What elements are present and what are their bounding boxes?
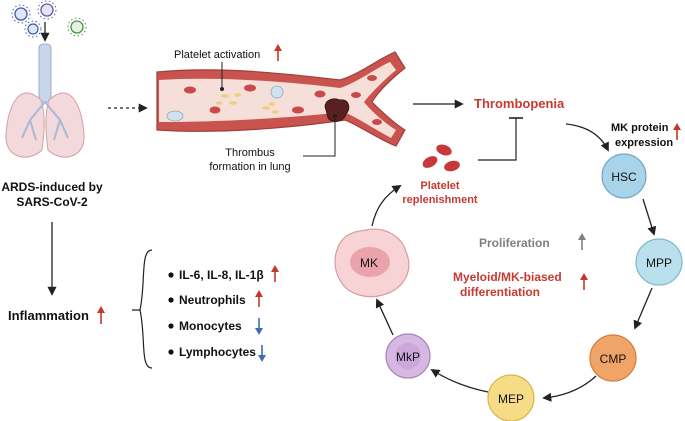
proliferation-label: Proliferation bbox=[479, 236, 550, 250]
thrombopenia-label: Thrombopenia bbox=[474, 96, 565, 111]
cell-mkp: MkP bbox=[385, 333, 431, 379]
mk-protein-label-line1: MK protein bbox=[611, 122, 669, 134]
virus-icon bbox=[37, 0, 57, 20]
ards-label-line2: SARS-CoV-2 bbox=[16, 195, 88, 209]
inflammation-up-arrow-icon bbox=[97, 306, 105, 324]
platelet-activation-up-arrow-icon bbox=[274, 44, 282, 61]
mk-to-platelets-arrow bbox=[371, 185, 402, 227]
marker-monocytes-label: Monocytes bbox=[179, 319, 242, 333]
cell-mkp-label: MkP bbox=[396, 350, 420, 364]
ards-label-line1: ARDS-induced by bbox=[1, 180, 103, 194]
mk-protein-up-arrow-icon bbox=[673, 123, 681, 140]
inhibition-line bbox=[478, 118, 517, 161]
inflammation-label: Inflammation bbox=[8, 308, 89, 323]
marker-lymphocytes-down-arrow-icon bbox=[258, 345, 266, 362]
thrombus-pointer bbox=[303, 116, 336, 157]
cell-hsc: HSC bbox=[601, 153, 647, 199]
thrombus-label-line2: formation in lung bbox=[209, 161, 290, 173]
lungs-icon bbox=[5, 43, 85, 158]
cell-mpp: MPP bbox=[635, 238, 683, 286]
virus-icon bbox=[67, 17, 87, 37]
cell-mep-label: MEP bbox=[498, 392, 524, 406]
platelets-icon bbox=[422, 144, 460, 172]
virus-icons bbox=[11, 0, 87, 38]
platelet-replenishment-label-line2: replenishment bbox=[402, 194, 478, 206]
marker-neutrophils-up-arrow-icon bbox=[255, 290, 263, 307]
virus-icon bbox=[24, 20, 42, 38]
cell-cmp-label: CMP bbox=[600, 352, 627, 366]
cell-mep: MEP bbox=[487, 374, 535, 421]
platelet-activation-label: Platelet activation bbox=[174, 49, 260, 61]
myeloid-up-arrow-icon bbox=[580, 273, 588, 290]
virus-icon bbox=[11, 4, 31, 24]
thrombopenia-to-hsc-arrow bbox=[565, 123, 609, 152]
curly-brace bbox=[132, 249, 153, 369]
myeloid-label-line1: Myeloid/MK-biased bbox=[453, 270, 562, 284]
marker-monocytes-down-arrow-icon bbox=[255, 318, 263, 335]
marker-il-up-arrow-icon bbox=[271, 265, 279, 282]
marker-neutrophils-label: Neutrophils bbox=[179, 293, 246, 307]
hsc-to-mpp-arrow bbox=[642, 198, 657, 236]
blood-vessel-illustration bbox=[156, 51, 406, 147]
platelet-replenishment-label-line1: Platelet bbox=[420, 180, 459, 192]
thrombus-label-line1: Thrombus bbox=[225, 147, 275, 159]
cell-cmp: CMP bbox=[589, 334, 637, 382]
proliferation-up-arrow-icon bbox=[578, 233, 586, 250]
mep-to-mkp-arrow bbox=[430, 369, 489, 393]
mpp-to-cmp-arrow bbox=[633, 287, 653, 330]
cell-hsc-label: HSC bbox=[611, 170, 637, 184]
cell-mk: MK bbox=[334, 228, 410, 298]
mk-protein-label-line2: expression bbox=[615, 137, 673, 149]
cell-mk-label: MK bbox=[360, 256, 378, 270]
cmp-to-mep-arrow bbox=[542, 375, 597, 402]
mkp-to-mk-arrow bbox=[375, 298, 394, 336]
marker-il-label: IL-6, IL-8, IL-1β bbox=[179, 268, 264, 282]
marker-lymphocytes-label: Lymphocytes bbox=[179, 345, 256, 359]
cell-mpp-label: MPP bbox=[646, 256, 672, 270]
myeloid-label-line2: differentiation bbox=[460, 285, 540, 299]
marker-list: IL-6, IL-8, IL-1β Neutrophils Monocytes … bbox=[168, 265, 279, 362]
